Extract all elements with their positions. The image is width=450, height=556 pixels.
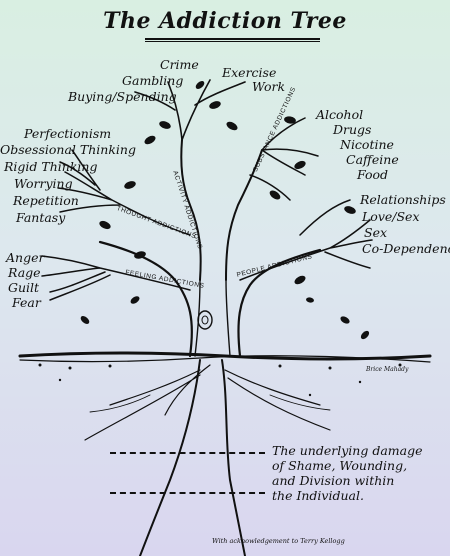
label-gambling: Gambling <box>122 73 184 88</box>
caption-line-2: of Shame, Wounding, <box>272 458 408 473</box>
label-work: Work <box>252 79 286 94</box>
dashed-line-top <box>110 452 265 454</box>
label-love-sex: Love/Sex <box>362 209 420 224</box>
label-anger: Anger <box>6 250 45 265</box>
label-repetition: Repetition <box>13 193 79 208</box>
label-rigid-thinking: Rigid Thinking <box>4 159 98 174</box>
label-co-dependency: Co-Dependency <box>362 241 450 256</box>
title-underline-2 <box>145 41 320 42</box>
label-obsessional-thinking: Obsessional Thinking <box>0 142 136 157</box>
label-worrying: Worrying <box>14 176 73 191</box>
label-nicotine: Nicotine <box>340 137 394 152</box>
tree-roots <box>139 359 246 556</box>
caption-line-4: the Individual. <box>272 488 364 503</box>
label-relationships: Relationships <box>360 192 446 207</box>
label-sex: Sex <box>364 225 388 240</box>
artist-signature: Brice Mahady <box>366 366 409 373</box>
label-drugs: Drugs <box>333 122 372 137</box>
label-rage: Rage <box>8 265 41 280</box>
label-perfectionism: Perfectionism <box>24 126 112 141</box>
dashed-line-bottom <box>110 492 265 494</box>
caption-line-3: and Division within <box>272 473 395 488</box>
label-buying-spending: Buying/Spending <box>68 89 177 104</box>
diagram-title: The Addiction Tree <box>103 8 347 34</box>
caption-line-1: The underlying damage <box>272 443 423 458</box>
label-fear: Fear <box>12 295 41 310</box>
label-crime: Crime <box>160 57 199 72</box>
tree-trunk <box>98 240 322 358</box>
label-fantasy: Fantasy <box>16 210 66 225</box>
label-exercise: Exercise <box>222 65 277 80</box>
label-guilt: Guilt <box>8 280 40 295</box>
label-food: Food <box>357 167 389 182</box>
title-underline <box>145 38 320 40</box>
caption: The underlying damage of Shame, Wounding… <box>272 443 447 503</box>
acknowledgement: With acknowledgement to Terry Kellogg <box>212 537 345 545</box>
label-alcohol: Alcohol <box>316 107 364 122</box>
label-caffeine: Caffeine <box>346 152 399 167</box>
